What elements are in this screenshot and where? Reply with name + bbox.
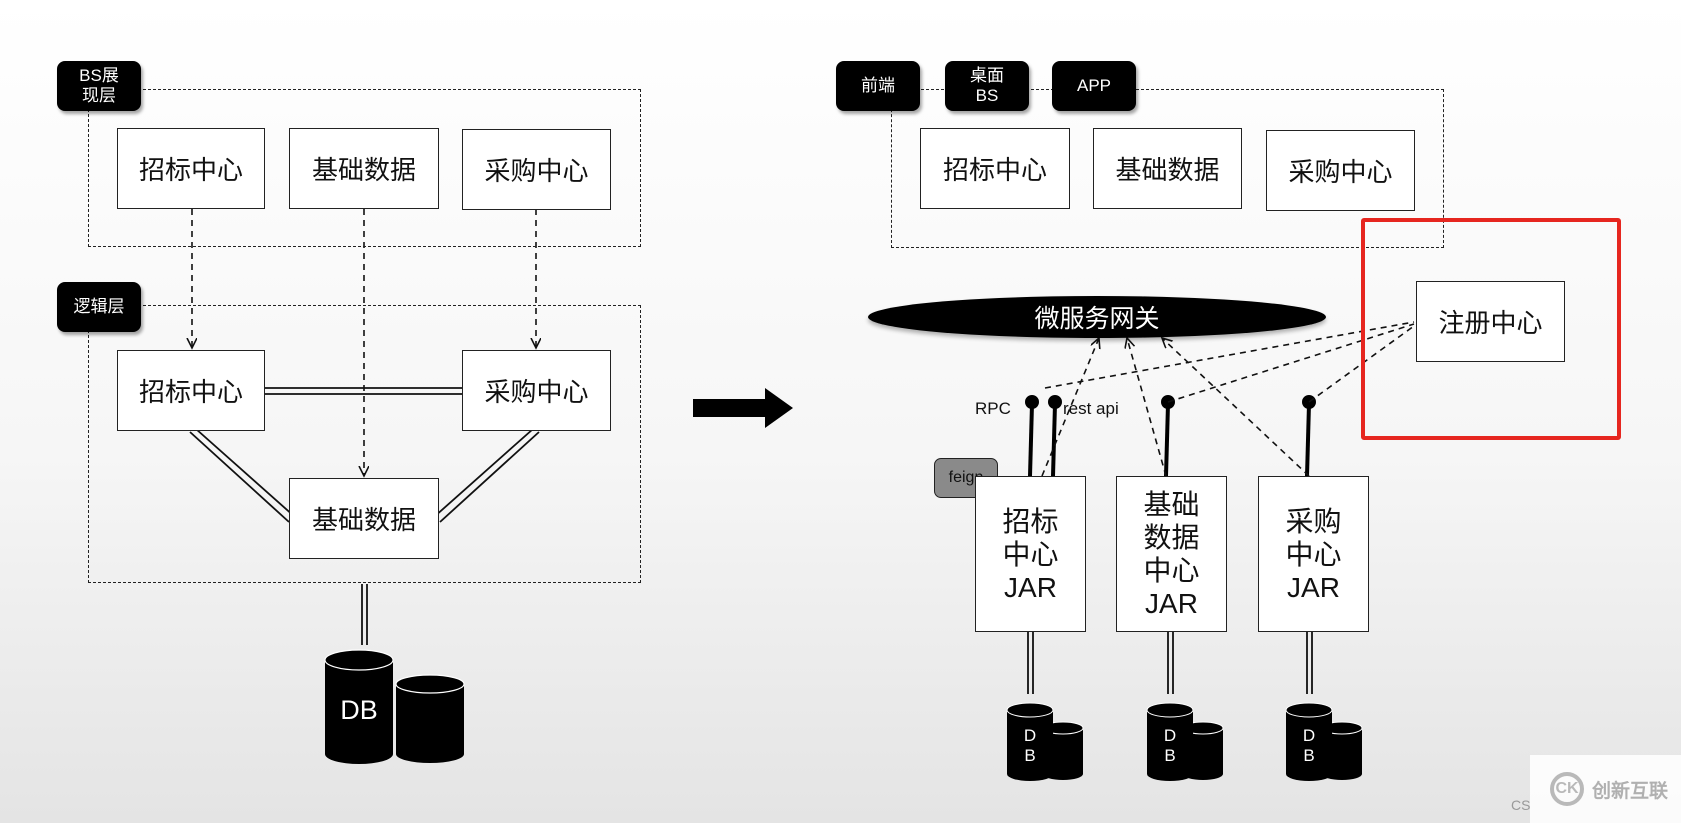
transform-arrow-icon [693,388,793,428]
service-ports [1025,395,1316,477]
jar-basedata: 基础 数据 中心 JAR [1116,476,1227,632]
ui-box-bidding: 招标中心 [920,128,1070,209]
watermark: CK 创新互联 [1530,755,1681,823]
registry-dashed-lines [1044,321,1415,403]
microservice-gateway: 微服务网关 [868,296,1326,338]
registry-highlight [1361,218,1621,440]
logic-box-purchase: 采购中心 [462,350,611,431]
registry-center: 注册中心 [1416,281,1565,362]
left-dashed-arrows [192,209,536,476]
bs-layer-container [88,89,641,247]
bs-box-basedata: 基础数据 [289,128,439,209]
db-label-purchase: D B [1302,726,1316,765]
left-db-icon [324,649,465,764]
bs-box-purchase: 采购中心 [462,129,611,210]
tag-desktop-bs: 桌面 BS [945,61,1029,111]
tag-frontend: 前端 [836,61,920,111]
logic-box-bidding: 招标中心 [117,350,265,431]
jar-purchase: 采购 中心 JAR [1258,476,1369,632]
left-db-label: DB [340,695,378,725]
brand-logo-icon: CK [1550,772,1584,806]
ui-box-purchase: 采购中心 [1266,130,1415,211]
bs-box-bidding: 招标中心 [117,128,265,209]
watermark-text: 创新互联 [1592,780,1669,802]
rest-api-label: rest api [1063,399,1119,418]
jar-bidding: 招标 中心 JAR [975,476,1086,632]
right-db-icons [1006,702,1363,781]
logic-layer-tag: 逻辑层 [57,282,141,332]
frontend-container [891,89,1444,248]
logic-box-basedata: 基础数据 [289,478,439,559]
corner-mark: CS [1511,797,1531,813]
bs-layer-tag: BS展 现层 [57,61,141,111]
db-label-bidding: D B [1023,726,1037,765]
tag-app: APP [1052,61,1136,111]
db-label-basedata: D B [1163,726,1177,765]
logic-layer-container [88,305,641,583]
left-double-lines [189,387,540,645]
gateway-dashed-arrows [1041,338,1310,477]
rpc-label: RPC [975,399,1011,418]
right-db-lines [1027,632,1313,694]
ui-box-basedata: 基础数据 [1093,128,1242,209]
